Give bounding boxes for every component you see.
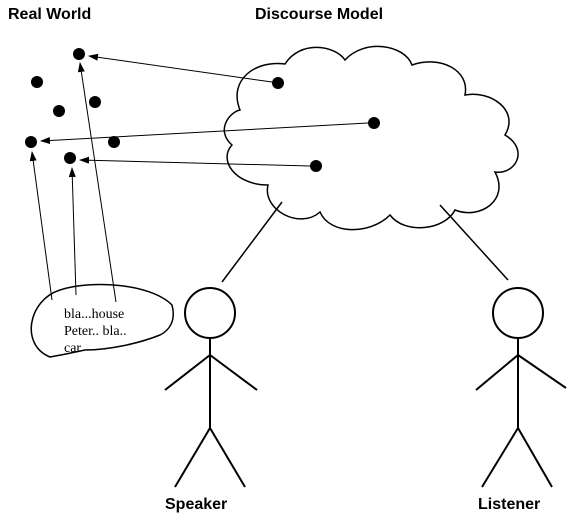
discourse-dot — [310, 160, 322, 172]
real-world-title: Real World — [8, 6, 92, 23]
reference-arrow — [79, 156, 311, 167]
real-world-dot — [108, 136, 120, 148]
discourse-dot — [272, 77, 284, 89]
utterance-arrow — [77, 62, 117, 303]
reference-arrow — [88, 53, 273, 83]
speaker-figure — [164, 287, 258, 488]
bubble-line-3: car — [64, 341, 81, 356]
utterance-arrow — [29, 151, 53, 301]
reference-arrow — [40, 122, 369, 145]
bubble-line-2: Peter.. bla.. — [64, 324, 127, 339]
speaker-label: Speaker — [165, 496, 228, 513]
speaker-connection-line — [221, 201, 283, 283]
discourse-dot — [368, 117, 380, 129]
bubble-line-1: bla...house — [64, 307, 124, 322]
discourse-model-title: Discourse Model — [255, 6, 384, 23]
real-world-dot — [31, 76, 43, 88]
listener-connection-line — [439, 204, 509, 281]
listener-figure — [475, 287, 567, 488]
listener-label: Listener — [478, 496, 541, 513]
real-world-dot — [64, 152, 76, 164]
discourse-cloud — [223, 45, 519, 231]
real-world-dot — [89, 96, 101, 108]
real-world-dot — [73, 48, 85, 60]
real-world-dot — [25, 136, 37, 148]
utterance-arrow — [68, 167, 77, 296]
speech-bubble — [30, 283, 174, 358]
real-world-dot — [53, 105, 65, 117]
